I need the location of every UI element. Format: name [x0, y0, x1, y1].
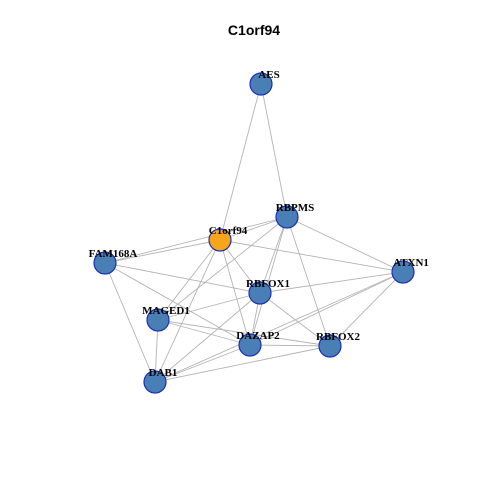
- edge-rbfox1-maged1: [157, 292, 261, 321]
- edge-maged1-rbfox2: [157, 319, 331, 347]
- node-label-c1orf94: C1orf94: [209, 225, 248, 237]
- edge-fam168a-rbfox1: [104, 262, 261, 294]
- graph-title: C1orf94: [228, 22, 280, 38]
- edge-rbfox1-dab1: [154, 292, 261, 383]
- node-maged1: [146, 308, 170, 332]
- edge-c1orf94-dab1: [154, 239, 221, 383]
- node-aes: [249, 72, 273, 96]
- node-rbpms: [275, 205, 299, 229]
- node-label-dab1: DAB1: [149, 367, 178, 379]
- edge-aes-c1orf94: [219, 83, 262, 241]
- node-label-fam168a: FAM168A: [89, 248, 138, 260]
- node-dazap2: [238, 333, 262, 357]
- node-c1orf94: [208, 228, 232, 252]
- node-label-maged1: MAGED1: [142, 305, 190, 317]
- edge-c1orf94-atxn1: [219, 239, 404, 273]
- node-label-rbfox1: RBFOX1: [246, 278, 290, 290]
- edge-rbpms-fam168a: [104, 216, 288, 264]
- edge-atxn1-dazap2: [249, 271, 404, 346]
- edge-dazap2-dab1: [154, 344, 251, 383]
- edge-rbfox1-rbfox2: [259, 292, 331, 347]
- edge-maged1-dazap2: [157, 319, 251, 346]
- edge-fam168a-dab1: [104, 262, 156, 383]
- edge-atxn1-rbfox1: [259, 271, 404, 294]
- node-label-rbpms: RBPMS: [276, 202, 315, 214]
- edge-rbpms-rbfox2: [286, 216, 331, 347]
- edge-dazap2-rbfox2: [249, 344, 331, 347]
- edge-c1orf94-maged1: [157, 239, 221, 321]
- edge-c1orf94-fam168a: [104, 239, 221, 264]
- edge-rbpms-maged1: [157, 216, 288, 321]
- edge-fam168a-dazap2: [104, 262, 251, 346]
- nodes-layer: [93, 72, 415, 394]
- node-dab1: [143, 370, 167, 394]
- edge-rbpms-rbfox1: [259, 216, 288, 294]
- node-atxn1: [391, 260, 415, 284]
- node-rbfox1: [248, 281, 272, 305]
- edge-atxn1-rbfox2: [329, 271, 404, 347]
- edge-c1orf94-rbpms: [219, 216, 288, 241]
- edge-aes-rbpms: [260, 83, 288, 218]
- node-fam168a: [93, 251, 117, 275]
- node-rbfox2: [318, 334, 342, 358]
- edge-atxn1-dab1: [154, 271, 404, 383]
- edge-rbfox2-dab1: [154, 345, 331, 383]
- node-label-dazap2: DAZAP2: [236, 330, 280, 342]
- edge-c1orf94-dazap2: [219, 239, 251, 346]
- edge-rbpms-atxn1: [286, 216, 404, 273]
- node-label-aes: AES: [258, 69, 279, 81]
- node-label-rbfox2: RBFOX2: [316, 331, 361, 343]
- edge-rbpms-dazap2: [249, 216, 288, 346]
- node-label-atxn1: ATXN1: [393, 257, 429, 269]
